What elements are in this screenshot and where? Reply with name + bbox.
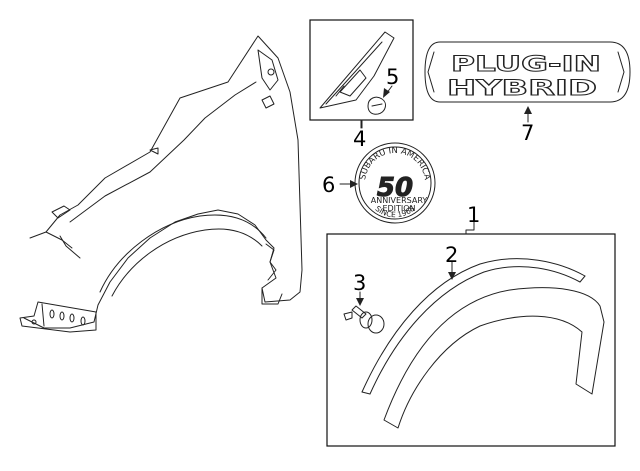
badge-ring-bottom: SINCE 1968 xyxy=(374,204,417,220)
callout-5: 5 xyxy=(386,65,399,89)
anniversary-badge: SUBARU IN AMERICA 50 ANNIVERSARY EDITION… xyxy=(354,142,436,224)
callout-3: 3 xyxy=(353,271,366,295)
callout-2: 2 xyxy=(445,243,458,267)
badge-line-1: ANNIVERSARY xyxy=(371,196,428,205)
fender-panel xyxy=(19,35,303,333)
arch-trim xyxy=(383,287,605,429)
badge-number: 50 xyxy=(377,173,413,203)
callout-6: 6 xyxy=(322,173,335,197)
callout-1: 1 xyxy=(467,203,480,227)
emblem-line-2: HYBRID xyxy=(447,76,597,100)
clip-5-icon xyxy=(367,96,386,115)
molding-strip xyxy=(361,258,586,393)
plugin-hybrid-emblem: PLUG-IN HYBRID xyxy=(424,41,631,103)
callout-4: 4 xyxy=(353,127,366,151)
badge-line-2: EDITION xyxy=(382,204,415,213)
callout-7: 7 xyxy=(521,121,534,145)
leader-lines xyxy=(339,85,532,306)
emblem-line-1: PLUG-IN xyxy=(451,52,601,76)
part-1-box xyxy=(326,233,616,447)
clip-3-icon xyxy=(343,305,385,334)
